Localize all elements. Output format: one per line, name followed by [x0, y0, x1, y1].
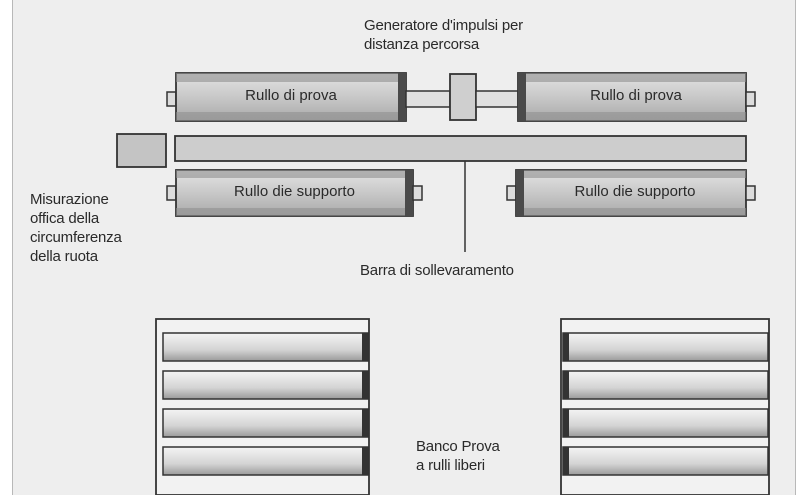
roller-edge	[516, 170, 524, 216]
bench-right	[560, 318, 770, 495]
bench-roller	[562, 332, 769, 362]
test-roller-left-label: Rullo di prova	[245, 87, 337, 104]
bench-roller-edge	[563, 371, 569, 399]
lift-bar	[174, 135, 747, 162]
roller-end-cap	[745, 185, 756, 201]
bench-roller-edge	[362, 409, 368, 437]
roller-end-cap	[166, 185, 177, 201]
bench-roller-edge	[563, 333, 569, 361]
optical-sensor-box	[116, 133, 167, 168]
bench-roller-edge	[563, 409, 569, 437]
support-roller-right-label: Rullo die supporto	[574, 183, 696, 200]
pulse-generator-label: Generatore d'impulsi per distanza percor…	[364, 17, 523, 53]
roller-shade	[516, 170, 746, 178]
test-roller-right	[517, 72, 756, 122]
roller-shade	[518, 73, 746, 82]
roller-shade	[176, 170, 413, 178]
roller-edge	[398, 73, 406, 121]
bench-roller	[562, 408, 769, 438]
pulse-generator	[449, 73, 477, 121]
roller-shade	[518, 112, 746, 121]
bench-roller	[162, 408, 369, 438]
roller-end-cap	[745, 91, 756, 107]
roller-shade	[176, 208, 413, 216]
bench-roller	[562, 446, 769, 476]
roller-end-cap	[166, 91, 177, 107]
bench-roller-edge	[362, 371, 368, 399]
bench-roller-edge	[362, 333, 368, 361]
support-roller-left	[166, 169, 423, 217]
roller-shade	[516, 208, 746, 216]
support-roller-left-label: Rullo die supporto	[234, 183, 355, 200]
shaft-right	[475, 90, 519, 108]
roller-shade	[176, 112, 406, 121]
roller-end-cap	[412, 185, 423, 201]
bench-roller-edge	[362, 447, 368, 475]
bench-left	[155, 318, 370, 495]
roller-shade	[176, 73, 406, 82]
pulse-generator-assembly	[405, 73, 519, 121]
test-roller-left	[166, 72, 407, 122]
bench-roller	[162, 370, 369, 400]
bench-roller	[562, 370, 769, 400]
lift-bar-label: Barra di sollevaramento	[360, 262, 514, 279]
roller-end-cap	[506, 185, 517, 201]
optical-measure-label: Misurazione offica della circumferenza d…	[30, 191, 122, 265]
shaft-left	[405, 90, 451, 108]
bench-roller	[162, 332, 369, 362]
test-roller-right-label: Rullo di prova	[590, 87, 682, 104]
roller-edge	[518, 73, 526, 121]
bench-roller-edge	[563, 447, 569, 475]
roller-edge	[405, 170, 413, 216]
bench-roller	[162, 446, 369, 476]
support-roller-right	[506, 169, 756, 217]
bench-label: Banco Prova a rulli liberi	[416, 438, 500, 474]
